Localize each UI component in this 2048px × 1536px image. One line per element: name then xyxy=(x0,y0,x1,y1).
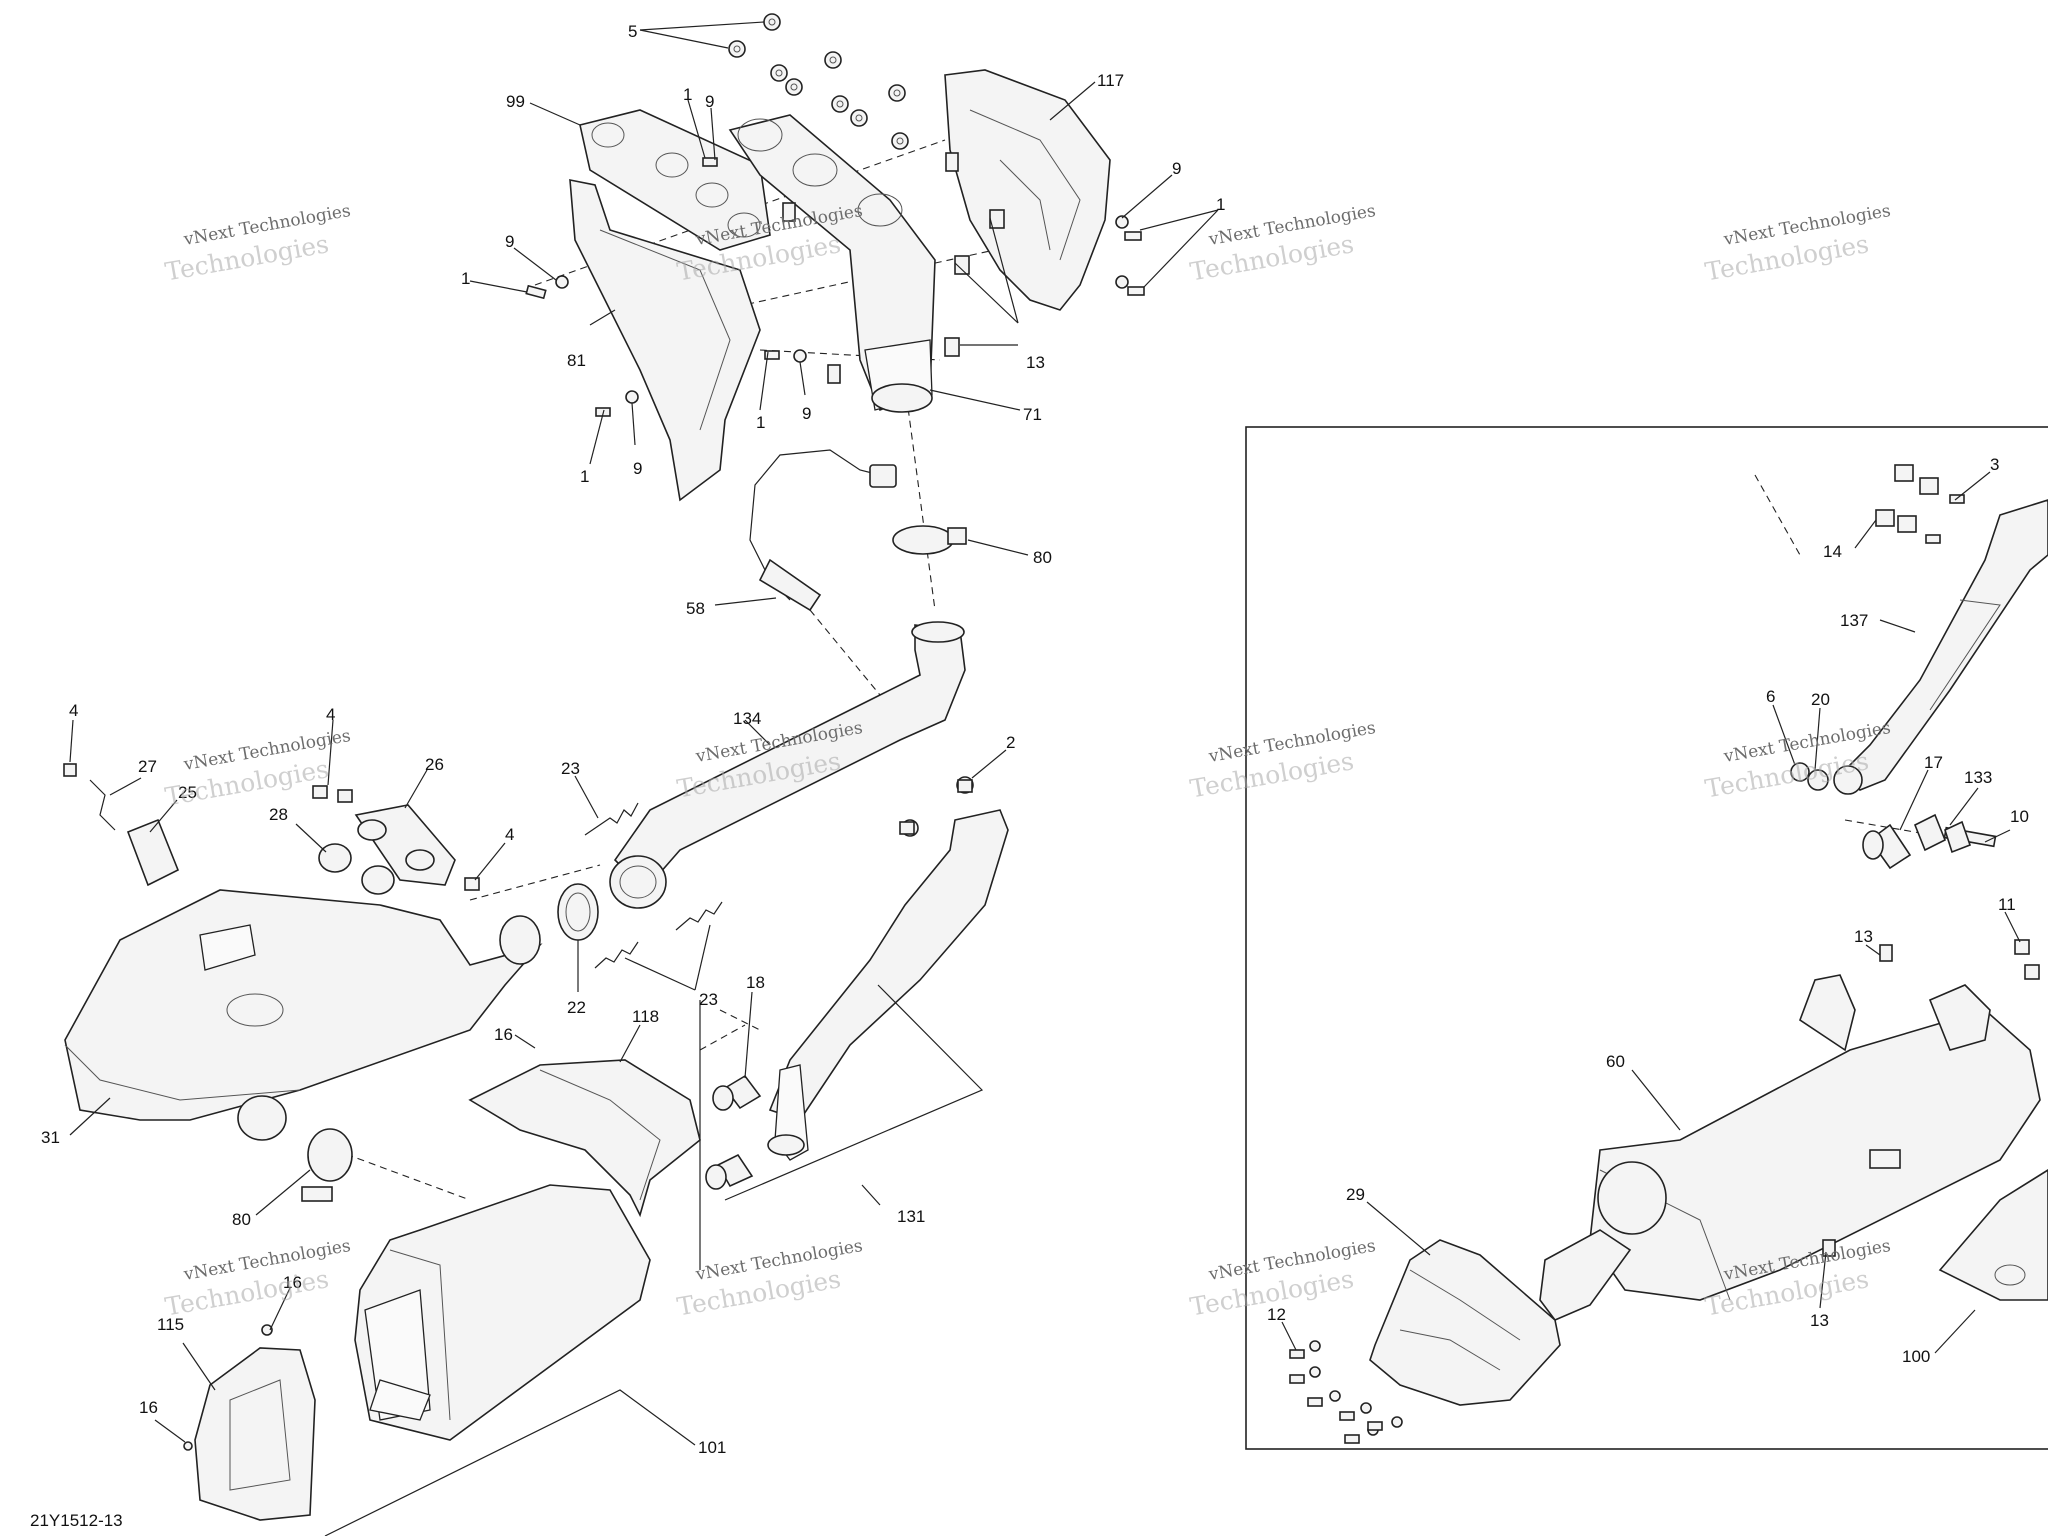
clips-upper xyxy=(782,152,1005,384)
callout-9: 9 xyxy=(505,232,514,251)
callout-9: 9 xyxy=(705,92,714,111)
callout-23: 23 xyxy=(561,759,580,778)
callout-18: 18 xyxy=(746,973,765,992)
clamp-upper xyxy=(892,525,967,555)
watermark: Technologies vNext Technologies xyxy=(1188,718,1377,804)
callout-134: 134 xyxy=(733,709,761,728)
clamp-lower xyxy=(301,1128,353,1202)
leader-lines xyxy=(69,21,2021,1536)
end-cap-left xyxy=(183,1324,316,1521)
nuts-group xyxy=(728,13,909,150)
callout-16: 16 xyxy=(283,1273,302,1292)
callout-137: 137 xyxy=(1840,611,1868,630)
callout-17: 17 xyxy=(1924,753,1943,772)
callout-16: 16 xyxy=(494,1025,513,1044)
callout-1: 1 xyxy=(1216,195,1225,214)
callout-1: 1 xyxy=(580,467,589,486)
assembly-axes xyxy=(334,139,1991,1201)
callout-117: 117 xyxy=(1097,71,1124,90)
callout-22: 22 xyxy=(567,998,586,1017)
exhaust-manifold xyxy=(728,114,936,413)
callout-25: 25 xyxy=(178,783,197,802)
callout-58: 58 xyxy=(686,599,705,618)
callout-6: 6 xyxy=(1766,687,1775,706)
callout-10: 10 xyxy=(2010,807,2029,826)
callout-16: 16 xyxy=(139,1398,158,1417)
callout-5: 5 xyxy=(628,22,637,41)
watermark: Technologies vNext Technologies xyxy=(163,726,352,812)
support-bracket xyxy=(767,776,1009,1161)
callout-28: 28 xyxy=(269,805,288,824)
callout-2: 2 xyxy=(1006,733,1015,752)
hangers-left xyxy=(89,779,456,895)
callout-14: 14 xyxy=(1823,542,1842,561)
callout-100: 100 xyxy=(1902,1347,1930,1366)
inset-end-cap xyxy=(1369,1239,1561,1406)
callout-80: 80 xyxy=(1033,548,1052,567)
callout-11: 11 xyxy=(1998,895,2016,914)
watermark: Technologies vNext Technologies xyxy=(163,1236,352,1322)
watermark: Technologies vNext Technologies xyxy=(1703,718,1892,804)
callout-29: 29 xyxy=(1346,1185,1365,1204)
callout-23: 23 xyxy=(699,990,718,1009)
muffler-left xyxy=(64,889,543,1141)
document-number: 21Y1512-13 xyxy=(30,1511,123,1530)
callout-27: 27 xyxy=(138,757,157,776)
callout-4: 4 xyxy=(69,701,78,720)
callout-115: 115 xyxy=(157,1315,184,1334)
callout-118: 118 xyxy=(632,1007,659,1026)
callout-31: 31 xyxy=(41,1128,60,1147)
callout-26: 26 xyxy=(425,755,444,774)
inset-heat-shield xyxy=(1938,1169,2048,1301)
heat-shield-upper-right xyxy=(944,69,1111,311)
bolts-left xyxy=(63,763,973,891)
watermark: Technologies vNext Technologies xyxy=(675,1236,864,1322)
inset-bracket xyxy=(1833,499,2048,795)
callout-labels: 5 99 1 9 117 9 1 9 1 81 13 71 1 9 1 9 80… xyxy=(41,22,2029,1457)
callout-13: 13 xyxy=(1854,927,1873,946)
inset-muffler xyxy=(1539,944,2041,1321)
callout-81: 81 xyxy=(567,351,586,370)
bolts-top xyxy=(525,157,1145,417)
callout-13: 13 xyxy=(1026,353,1045,372)
callout-1: 1 xyxy=(756,413,765,432)
springs xyxy=(584,802,723,969)
callout-13: 13 xyxy=(1810,1311,1829,1330)
inset-frame xyxy=(1245,426,2048,1450)
watermark: Technologies vNext Technologies xyxy=(1703,201,1892,287)
heat-shield-middle xyxy=(468,1059,701,1218)
callout-4: 4 xyxy=(505,825,514,844)
callout-12: 12 xyxy=(1267,1305,1286,1324)
sealing-ring xyxy=(557,883,599,941)
muffler-cover xyxy=(354,1184,651,1441)
callout-101: 101 xyxy=(698,1438,726,1457)
callout-1: 1 xyxy=(461,269,470,288)
callout-60: 60 xyxy=(1606,1052,1625,1071)
callout-3: 3 xyxy=(1990,455,1999,474)
callout-99: 99 xyxy=(506,92,525,111)
watermark: Technologies vNext Technologies xyxy=(163,201,352,287)
inset-small-bolts xyxy=(1289,1340,1403,1444)
callout-133: 133 xyxy=(1964,768,1992,787)
callout-71: 71 xyxy=(1023,405,1042,424)
callout-1: 1 xyxy=(683,85,692,104)
exhaust-pipe xyxy=(609,621,966,909)
callout-20: 20 xyxy=(1811,690,1830,709)
callout-9: 9 xyxy=(633,459,642,478)
callout-4: 4 xyxy=(326,705,335,724)
callout-9: 9 xyxy=(802,404,811,423)
rubber-mounts xyxy=(705,1074,762,1190)
callout-131: 131 xyxy=(897,1207,925,1226)
callout-80: 80 xyxy=(232,1210,251,1229)
heat-shield-upper-left xyxy=(569,179,761,502)
exhaust-gasket xyxy=(579,109,771,251)
oxygen-sensor xyxy=(749,449,897,612)
callout-9: 9 xyxy=(1172,159,1181,178)
